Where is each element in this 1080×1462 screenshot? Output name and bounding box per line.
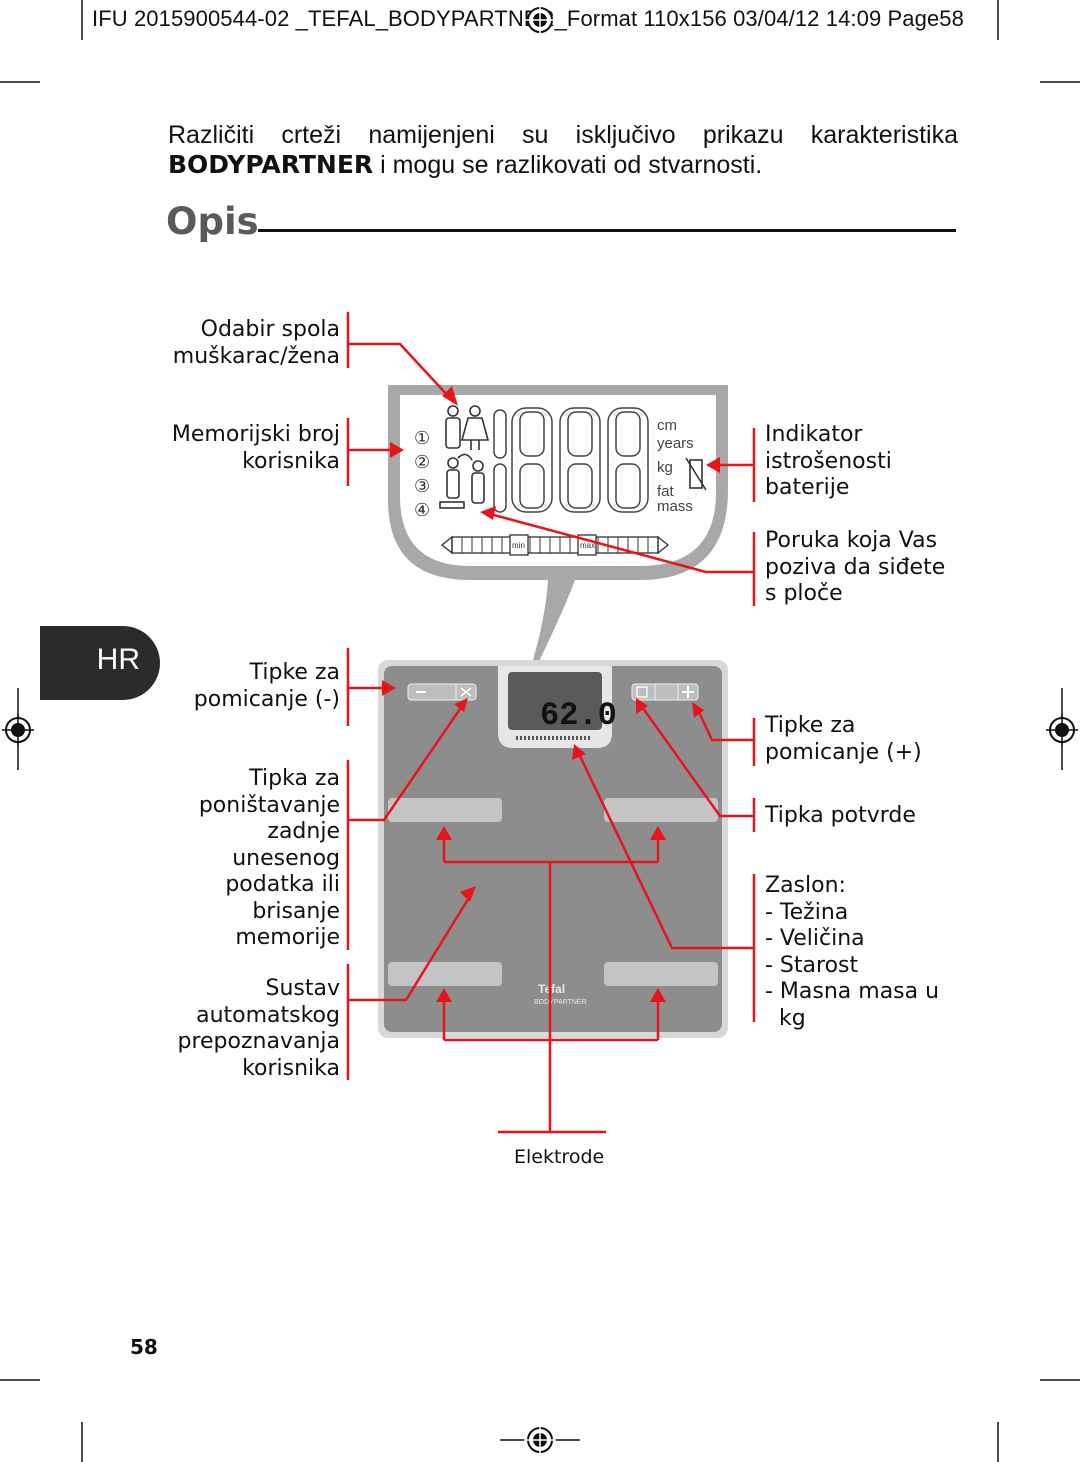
- scale-display-value: 62.0: [540, 697, 617, 734]
- button-strip-right: [631, 683, 699, 701]
- battery-icon: [685, 457, 707, 491]
- language-tab-label: HR: [96, 643, 140, 676]
- language-tab: HR: [40, 626, 160, 700]
- intro-paragraph: Različiti crteži namijenjeni su isključi…: [168, 120, 958, 180]
- page-number: 58: [130, 1335, 158, 1359]
- label-step-off-message: Poruka koja Vas poziva da siđete s ploče: [765, 528, 946, 606]
- label-scroll-minus: Tipke za pomicanje (-): [193, 660, 340, 712]
- scale-body: 62.0 Tefal BODYPARTNER: [378, 660, 728, 1038]
- label-display: Zaslon: - Težina - Veličina - Starost - …: [765, 873, 940, 1031]
- label-electrodes: Elektrode: [514, 1146, 605, 1168]
- scale-model: BODYPARTNER: [534, 999, 587, 1006]
- title-rule: [258, 229, 956, 232]
- button-strip-left: [407, 683, 477, 701]
- label-scroll-plus: Tipke za pomicanje (+): [765, 713, 922, 765]
- label-memory-number: Memorijski broj korisnika: [171, 422, 340, 474]
- lcd-digits: [493, 407, 649, 513]
- bar-max-label: max: [580, 541, 595, 550]
- intro-brand: BODYPARTNER: [168, 150, 374, 179]
- memory-number-4: ④: [414, 500, 430, 521]
- label-cancel-button: Tipka za poništavanje zadnje unesenog po…: [198, 766, 340, 950]
- registration-mark-left: [2, 714, 34, 746]
- person-icon: [471, 460, 485, 504]
- arrowheads: [382, 386, 720, 1002]
- lcd-callout: [388, 385, 728, 700]
- registration-mark-right: [1046, 714, 1078, 746]
- label-battery-indicator: Indikator istrošenosti baterije: [765, 422, 892, 500]
- memory-number-1: ①: [414, 428, 430, 449]
- memory-number-3: ③: [414, 476, 430, 497]
- unit-cm: cm: [657, 417, 677, 434]
- electrodes: [388, 798, 718, 986]
- memory-number-2: ②: [414, 452, 430, 473]
- label-gender-select: Odabir spola muškarac/žena: [172, 317, 340, 369]
- callout-arrows: [346, 312, 756, 1134]
- unit-years: years: [657, 435, 694, 452]
- section-title: Opis: [166, 200, 259, 243]
- intro-line1: Različiti crteži namijenjeni su isključi…: [168, 121, 958, 149]
- female-icon: [460, 405, 490, 450]
- bar-min-label: min: [512, 541, 525, 550]
- unit-kg: kg: [657, 459, 673, 476]
- male-icon: [445, 405, 461, 449]
- unit-fat: fat: [657, 483, 675, 500]
- intro-line2: i mogu se razlikovati od stvarnosti.: [373, 151, 763, 179]
- label-confirm-button: Tipka potvrde: [765, 803, 916, 828]
- unit-mass: mass: [657, 498, 693, 515]
- registration-mark-bottom: [524, 1424, 556, 1456]
- scale-brand: Tefal: [538, 982, 565, 996]
- step-off-icon: [439, 453, 473, 509]
- registration-mark-top: [524, 4, 556, 36]
- label-auto-recognition: Sustav automatskog prepoznavanja korisni…: [177, 976, 341, 1081]
